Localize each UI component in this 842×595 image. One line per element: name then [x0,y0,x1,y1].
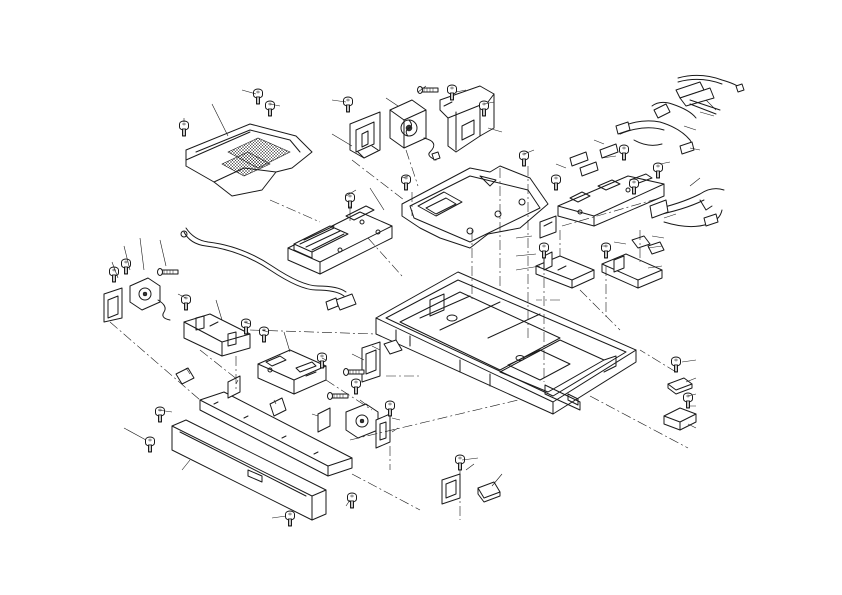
shield-plate [401,165,549,249]
long-rail [199,391,353,477]
bracket-clip-a [539,215,557,239]
cable-harness-top [615,74,745,155]
leader-lines [111,85,717,519]
cpu-board [287,205,393,275]
latch-clip [631,235,665,255]
small-connectors-top [569,143,619,177]
fan-assembly [389,99,441,161]
bottom-bracket [441,473,461,505]
bottom-plate-clip [663,407,697,431]
rail-clips [175,367,331,433]
front-cover [171,419,327,521]
bracket-plate-a [535,251,595,289]
cable-harness-right [649,188,725,228]
small-fan-left [129,277,171,321]
small-fan-center [345,403,379,439]
main-board-right [557,173,665,227]
flat-cable-left [180,227,357,311]
base-chassis [375,271,637,415]
heatsink-bracket [439,85,495,153]
fan-bracket [349,111,381,159]
bottom-latch [477,481,501,503]
rubber-foot-clip [667,377,693,395]
io-board-left [183,313,251,357]
heatsink-plate [185,123,313,197]
io-bracket-center [361,339,403,383]
left-bracket-small [103,287,123,323]
io-board-center [257,349,327,395]
assembly-lines [109,149,689,520]
small-bracket-center [375,413,391,449]
bracket-plate-b [601,253,663,289]
